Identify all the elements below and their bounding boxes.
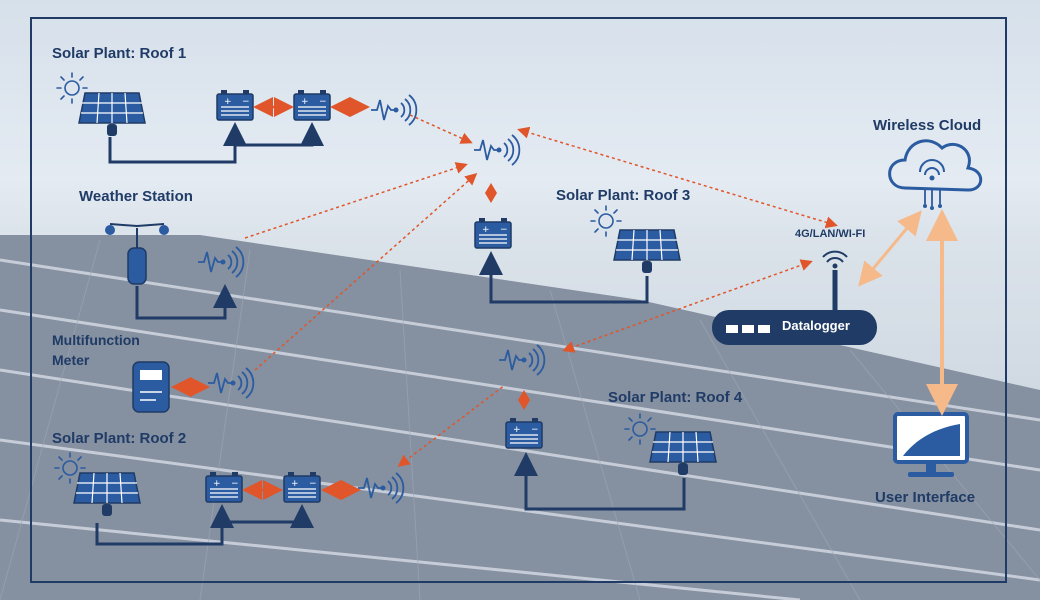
wireless-cloud-label: Wireless Cloud xyxy=(873,117,982,134)
wifi-icon xyxy=(822,250,848,269)
network-label: 4G/LAN/WI-FI xyxy=(795,228,866,240)
roof4-label: Solar Plant: Roof 4 xyxy=(608,389,743,406)
roof3-label: Solar Plant: Roof 3 xyxy=(556,187,691,204)
user-interface-label: User Interface xyxy=(875,489,976,506)
battery-icon xyxy=(283,471,321,503)
weather-station-label: Weather Station xyxy=(79,188,193,205)
roof2-label: Solar Plant: Roof 2 xyxy=(52,430,187,447)
meter-label-line1: Multifunction xyxy=(52,332,140,348)
anemometer-icon xyxy=(105,223,169,285)
meter-icon xyxy=(132,361,170,413)
cloud-icon xyxy=(888,139,983,210)
datalogger-label: Datalogger xyxy=(782,318,850,333)
monitor-icon xyxy=(893,412,969,477)
battery-icon xyxy=(505,417,543,449)
roof1-label: Solar Plant: Roof 1 xyxy=(52,45,187,62)
battery-icon xyxy=(474,217,512,249)
battery-icon xyxy=(205,471,243,503)
battery-icon xyxy=(216,89,254,121)
meter-label-line2: Meter xyxy=(52,352,90,368)
battery-icon xyxy=(293,89,331,121)
